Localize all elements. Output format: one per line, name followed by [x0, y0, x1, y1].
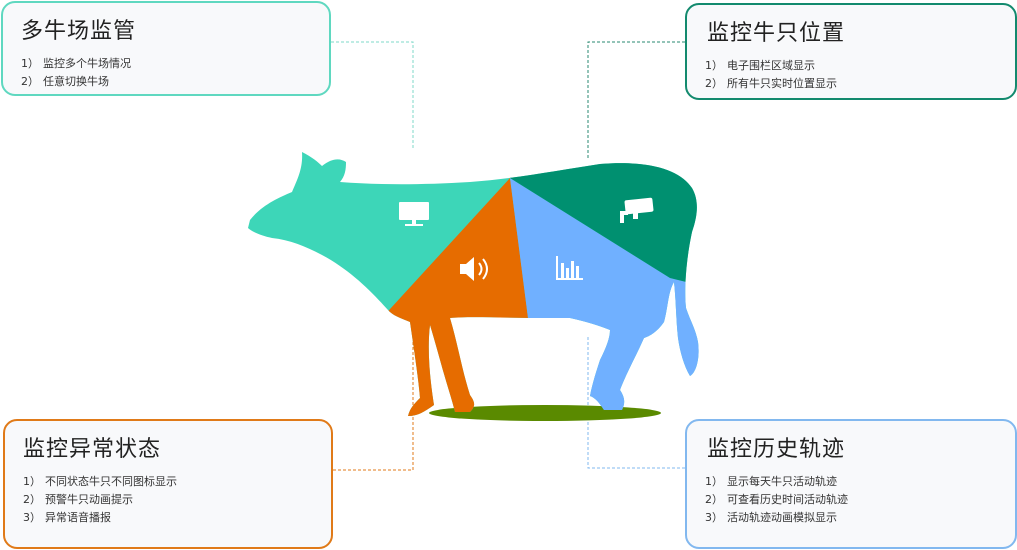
list-item: 2）所有牛只实时位置显示 — [705, 77, 837, 90]
list-item: 1）电子围栏区域显示 — [705, 59, 815, 72]
monitor-icon — [399, 202, 429, 226]
list-item: 1）显示每天牛只活动轨迹 — [705, 475, 837, 488]
card-history-track: 监控历史轨迹 1）显示每天牛只活动轨迹 2）可查看历史时间活动轨迹 3）活动轨迹… — [685, 419, 1017, 549]
list-item: 2）预警牛只动画提示 — [23, 493, 133, 506]
card-title: 监控异常状态 — [23, 437, 162, 462]
card-cattle-position: 监控牛只位置 1）电子围栏区域显示 2）所有牛只实时位置显示 — [685, 3, 1017, 100]
card-title: 监控历史轨迹 — [707, 437, 846, 462]
connector-abnormal — [333, 330, 414, 471]
connector-history — [587, 335, 685, 469]
speaker-icon — [460, 257, 488, 281]
camera-icon — [620, 197, 654, 223]
cow-silhouette — [248, 152, 699, 416]
connector-position — [587, 41, 685, 160]
card-abnormal-status: 监控异常状态 1）不同状态牛只不同图标显示 2）预警牛只动画提示 3）异常语音播… — [3, 419, 333, 549]
connector-farm — [331, 41, 414, 150]
list-item: 1）监控多个牛场情况 — [21, 57, 131, 70]
list-item: 2）可查看历史时间活动轨迹 — [705, 493, 848, 506]
card-title: 监控牛只位置 — [707, 21, 846, 46]
card-farm-supervision: 多牛场监管 1）监控多个牛场情况 2）任意切换牛场 — [1, 1, 331, 96]
list-item: 3）活动轨迹动画模拟显示 — [705, 511, 837, 524]
list-item: 1）不同状态牛只不同图标显示 — [23, 475, 177, 488]
ground-shadow — [429, 405, 661, 421]
list-item: 3）异常语音播报 — [23, 511, 111, 524]
list-item: 2）任意切换牛场 — [21, 75, 109, 88]
bar-chart-icon — [556, 256, 583, 280]
card-title: 多牛场监管 — [21, 19, 137, 44]
